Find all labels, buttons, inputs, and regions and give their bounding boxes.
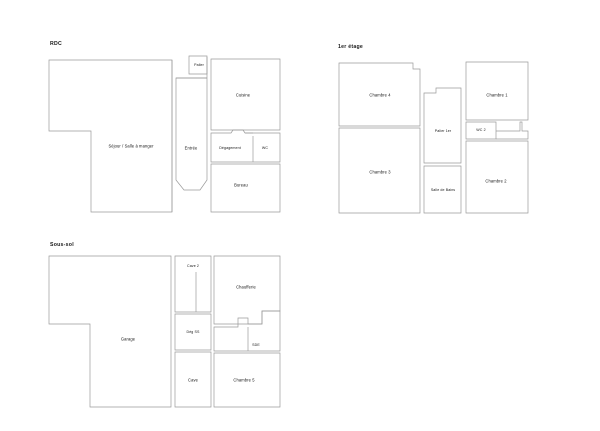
wall-cuisine [211,59,280,130]
room-label-degagement: Dégagement [219,146,241,150]
floor-title-rdc: RDC [50,41,62,47]
wall-chambre4 [339,63,420,126]
floor-title-etage: 1er étage [338,44,364,50]
room-label-chambre3: Chambre 3 [369,169,391,175]
room-label-chambre2: Chambre 2 [485,178,507,184]
floor-title-sous-sol: Sous-sol [50,242,74,248]
room-label-sejour: Séjour / Salle à manger [108,143,154,149]
room-label-cave: Cave [188,377,198,383]
wall-chambre1 [466,62,528,120]
room-label-palier: Palier [194,63,204,67]
room-label-chaufferie: Chaufferie [236,284,256,290]
room-label-palier1er: Palier 1er [434,129,452,133]
room-label-bureau: Bureau [234,182,248,188]
room-label-cave2: Cave 2 [187,264,199,268]
room-label-chambre4: Chambre 4 [369,92,391,98]
wall-sde [214,311,280,351]
room-label-sde: SDE [252,343,260,347]
wall-chambre2 [466,141,528,213]
wall-garage [49,256,171,407]
room-label-wc: WC [261,146,269,150]
room-label-chambre1: Chambre 1 [486,92,508,98]
room-label-deg-ss: Dég SS [186,330,200,334]
wall-palier [189,56,207,74]
wall-cave [175,352,211,407]
room-label-salle-de-bains: Salle de Bains [430,188,456,192]
room-label-entree: Entrée [184,145,198,151]
wall-deg-ss [175,314,211,350]
wall-chaufferie [214,256,280,324]
room-label-wc2: WC 2 [476,128,486,132]
wall-palier1er [424,88,461,163]
wall-entree [176,57,207,190]
room-label-garage: Garage [120,336,136,342]
room-label-cuisine: Cuisine [235,92,251,98]
wall-bureau [211,164,280,212]
wall-salle-de-bains [424,166,461,213]
wall-escalier-etage [496,122,528,139]
room-label-chambre5: Chambre 5 [233,377,255,383]
wall-chambre5 [214,353,280,407]
wall-cave2 [175,256,211,312]
wall-chambre3 [339,128,420,213]
